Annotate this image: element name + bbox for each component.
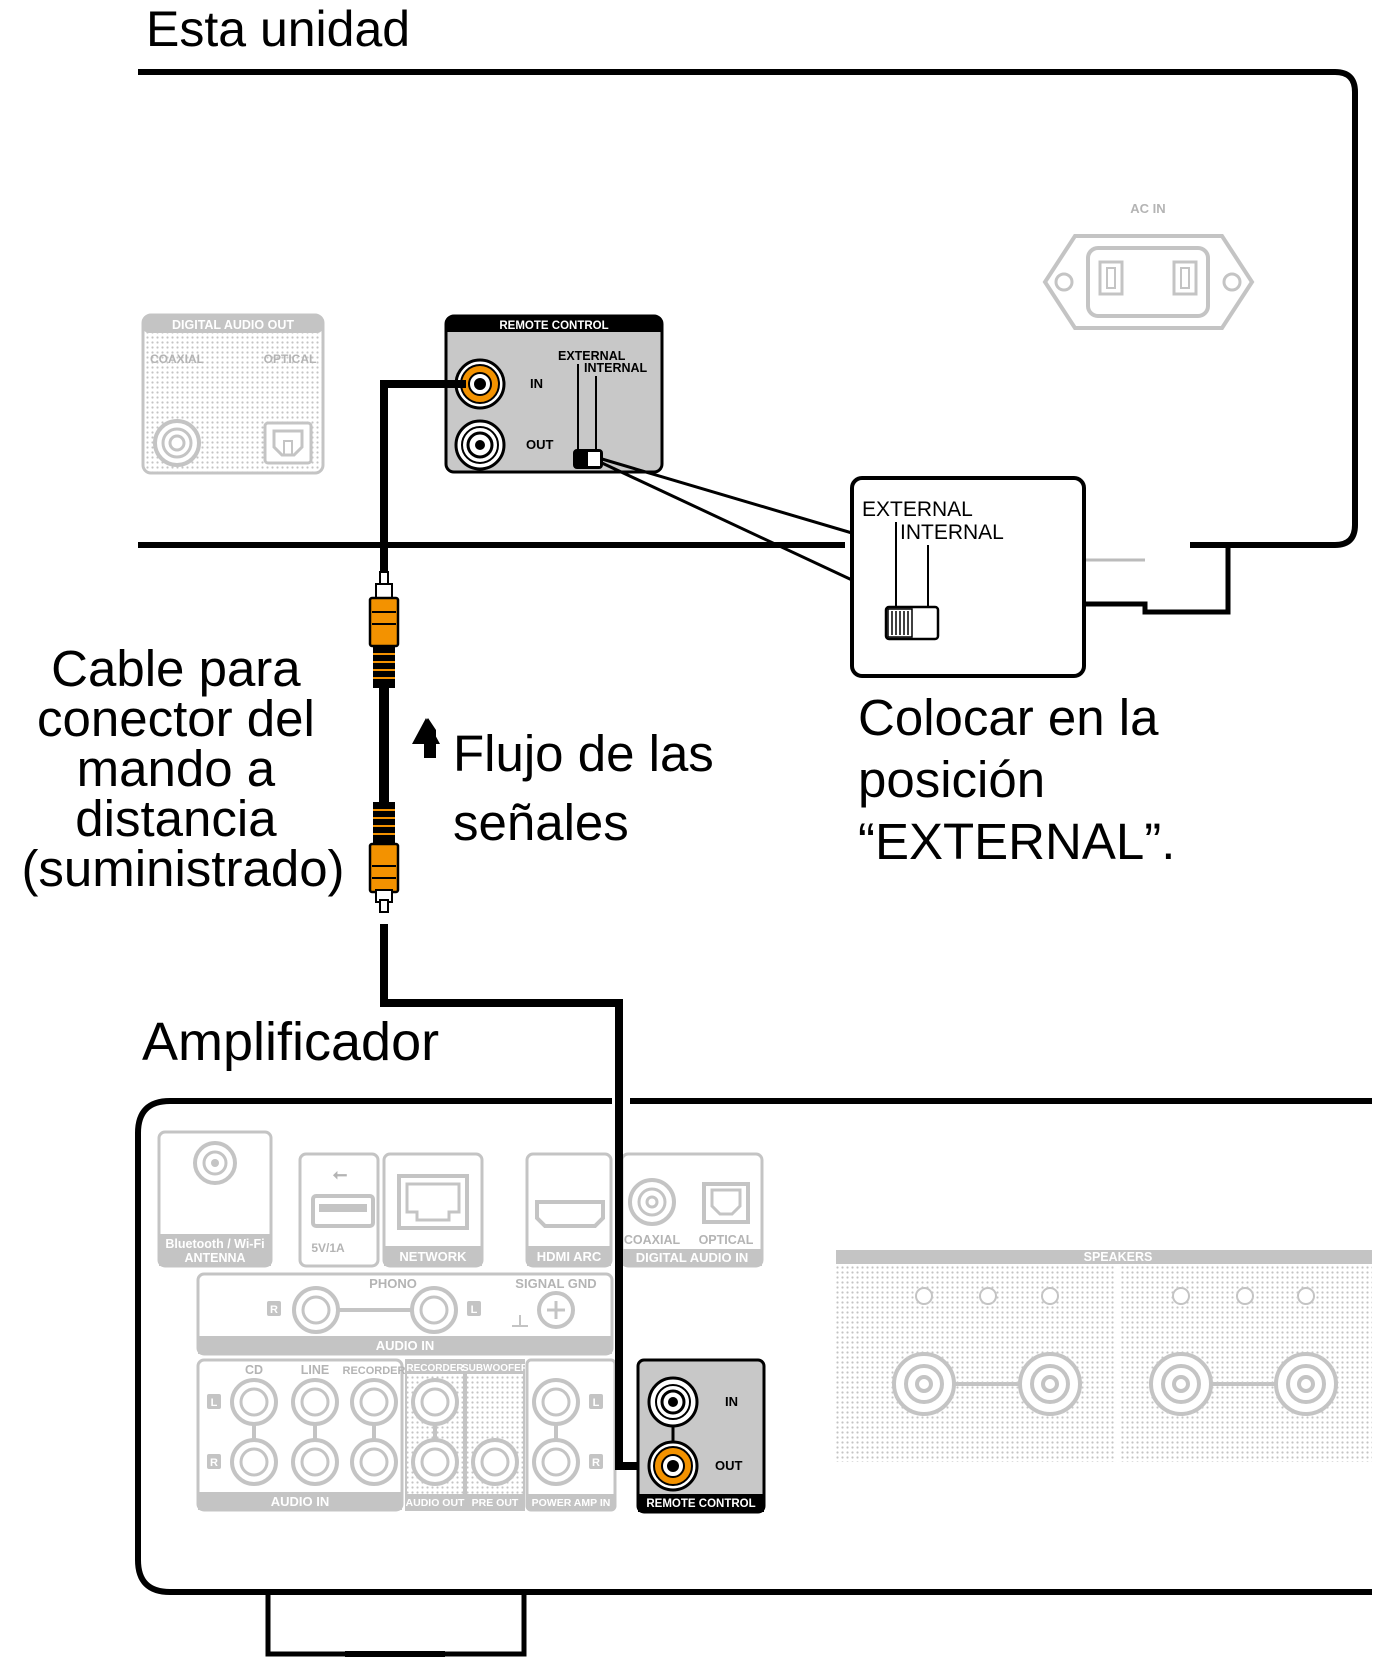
bt-antenna-panel: Bluetooth / Wi-Fi ANTENNA bbox=[157, 1130, 273, 1268]
subwoofer-label: SUBWOOFER bbox=[462, 1363, 529, 1374]
network-label: NETWORK bbox=[399, 1249, 467, 1264]
flow-line-1: Flujo de las bbox=[453, 725, 714, 782]
bt-antenna-label-2: ANTENNA bbox=[184, 1251, 245, 1265]
amp-remote-in-jack bbox=[647, 1376, 699, 1428]
this-unit-title: Esta unidad bbox=[146, 1, 410, 57]
phono-r-label: R bbox=[270, 1304, 278, 1316]
audio-in-label: AUDIO IN bbox=[271, 1494, 330, 1509]
flow-label: Flujo de las señales bbox=[453, 725, 728, 851]
audio-in-panel: CD LINE RECORDER L R AUDIO IN bbox=[196, 1358, 406, 1512]
set-line-3: “EXTERNAL”. bbox=[858, 813, 1175, 870]
set-instruction: Colocar en la posición “EXTERNAL”. bbox=[858, 689, 1175, 870]
digital-audio-in-panel: COAXIAL OPTICAL DIGITAL AUDIO IN bbox=[620, 1152, 764, 1268]
unit-in-label: IN bbox=[530, 376, 543, 391]
digital-audio-out-panel: DIGITAL AUDIO OUT COAXIAL OPTICAL bbox=[141, 313, 325, 475]
power-amp-in-label: POWER AMP IN bbox=[532, 1497, 611, 1509]
signal-gnd-label: SIGNAL GND bbox=[515, 1276, 596, 1291]
cable-line-2: conector del bbox=[37, 690, 315, 747]
set-line-1: Colocar en la bbox=[858, 689, 1159, 746]
speakers-panel: SPEAKERS bbox=[836, 1250, 1372, 1462]
amp-outline bbox=[135, 1098, 1372, 1595]
amplifier-title: Amplificador bbox=[142, 1012, 439, 1072]
digital-audio-in-label: DIGITAL AUDIO IN bbox=[636, 1250, 748, 1265]
pre-out-label: PRE OUT bbox=[472, 1497, 519, 1509]
amp-optical-label: OPTICAL bbox=[699, 1233, 754, 1247]
unit-foot bbox=[1077, 545, 1231, 615]
ac-in-inlet: AC IN bbox=[1042, 201, 1255, 330]
unit-outline bbox=[138, 69, 1358, 548]
ac-in-label: AC IN bbox=[1130, 201, 1165, 216]
flow-line-2: señales bbox=[453, 794, 629, 851]
unit-internal-label: INTERNAL bbox=[584, 361, 648, 375]
signal-flow-arrow bbox=[412, 718, 440, 758]
cable-line-4: distancia bbox=[75, 790, 277, 847]
amp-remote-control-panel: REMOTE CONTROL IN OUT bbox=[636, 1358, 766, 1514]
hdmi-arc-label: HDMI ARC bbox=[537, 1249, 602, 1264]
subwoofer-panel: SUBWOOFER PRE OUT bbox=[462, 1359, 529, 1511]
power-amp-in-panel: L R POWER AMP IN bbox=[525, 1358, 617, 1512]
power-amp-l-label: L bbox=[593, 1397, 600, 1409]
usb-port: ⭠ 5V/1A bbox=[298, 1152, 380, 1268]
unit-remote-control-panel: REMOTE CONTROL IN OUT EXTERNAL INTERNAL bbox=[444, 314, 664, 474]
zoom-external-label: EXTERNAL bbox=[862, 498, 973, 521]
cd-label: CD bbox=[245, 1363, 263, 1377]
audio-in-l-label: L bbox=[211, 1397, 218, 1409]
audio-in-r-label: R bbox=[210, 1457, 218, 1469]
unit-remote-control-label: REMOTE CONTROL bbox=[499, 320, 608, 332]
power-amp-r-label: R bbox=[592, 1457, 600, 1469]
recorder-in-label: RECORDER bbox=[343, 1365, 406, 1377]
bt-antenna-label-1: Bluetooth / Wi-Fi bbox=[165, 1237, 264, 1251]
network-port: NETWORK bbox=[382, 1152, 484, 1268]
amp-remote-control-label: REMOTE CONTROL bbox=[646, 1498, 755, 1510]
unit-ext-int-switch[interactable] bbox=[573, 449, 603, 469]
cable-line-1: Cable para bbox=[51, 640, 301, 697]
recorder-out-panel: RECORDER AUDIO OUT bbox=[405, 1359, 466, 1511]
cable-label: Cable para conector del mando a distanci… bbox=[21, 640, 344, 897]
cable-line-3: mando a bbox=[77, 740, 276, 797]
amp-out-label: OUT bbox=[715, 1458, 743, 1473]
amp-remote-out-jack bbox=[647, 1440, 699, 1492]
switch-zoom-box: EXTERNAL INTERNAL bbox=[850, 476, 1086, 678]
unit-out-label: OUT bbox=[526, 437, 554, 452]
usb-label: 5V/1A bbox=[311, 1241, 345, 1255]
unit-external-label: EXTERNAL bbox=[558, 349, 626, 363]
phono-audio-in-label: AUDIO IN bbox=[376, 1338, 435, 1353]
optical-out-label: OPTICAL bbox=[264, 352, 317, 366]
audio-out-label: AUDIO OUT bbox=[406, 1497, 466, 1509]
cable-line-5: (suministrado) bbox=[21, 840, 344, 897]
phono-panel: PHONO SIGNAL GND R L AUDIO IN bbox=[196, 1272, 614, 1356]
zoom-internal-label: INTERNAL bbox=[900, 521, 1004, 544]
phono-l-label: L bbox=[471, 1304, 478, 1316]
zoom-ext-int-switch[interactable] bbox=[884, 605, 940, 641]
line-label: LINE bbox=[301, 1363, 329, 1377]
amp-coaxial-label: COAXIAL bbox=[624, 1233, 681, 1247]
unit-remote-out-jack bbox=[454, 419, 506, 471]
speakers-label: SPEAKERS bbox=[1084, 1250, 1153, 1264]
recorder-out-label: RECORDER bbox=[406, 1363, 464, 1374]
svg-text:⭠: ⭠ bbox=[333, 1164, 348, 1184]
digital-audio-out-label: DIGITAL AUDIO OUT bbox=[172, 318, 294, 332]
phono-label: PHONO bbox=[369, 1276, 417, 1291]
hdmi-arc-port: HDMI ARC bbox=[525, 1152, 613, 1268]
amp-foot bbox=[225, 1589, 530, 1657]
set-line-2: posición bbox=[858, 751, 1045, 808]
coaxial-out-label: COAXIAL bbox=[150, 352, 204, 366]
amp-in-label: IN bbox=[725, 1394, 738, 1409]
